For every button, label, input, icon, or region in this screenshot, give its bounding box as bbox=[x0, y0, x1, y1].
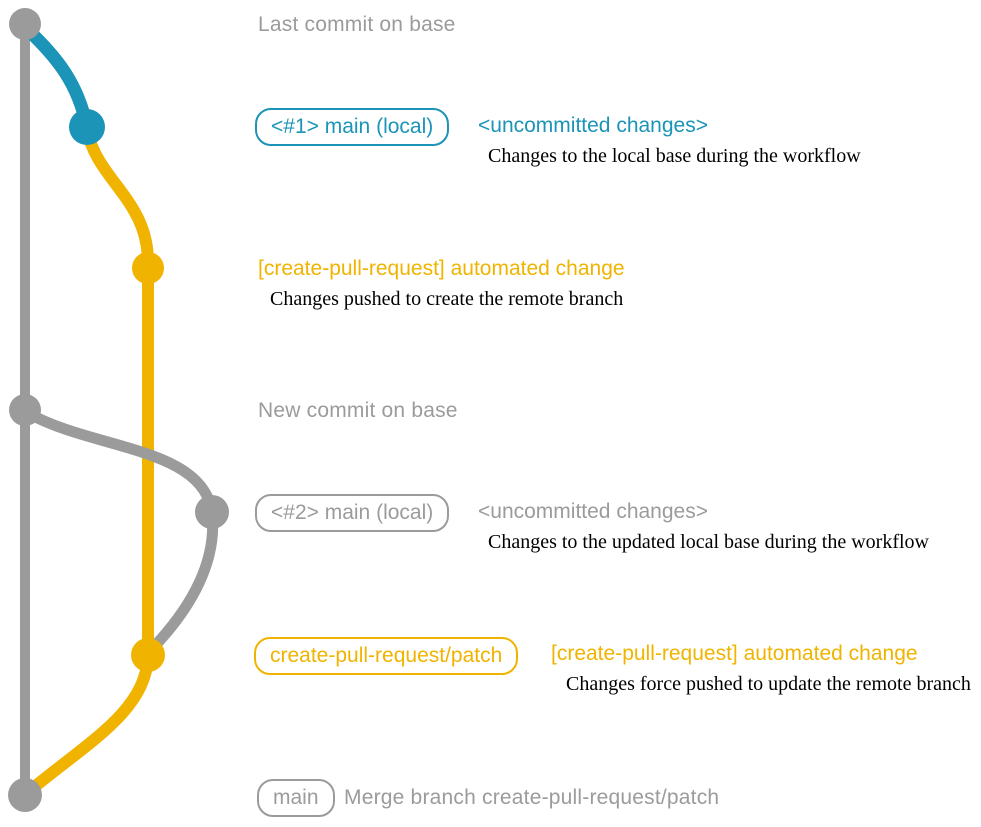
automated-change-1-note: Changes pushed to create the remote bran… bbox=[270, 288, 624, 310]
commit-dot-automated-change-1 bbox=[132, 252, 164, 284]
commit-dot-local-main-2 bbox=[195, 495, 229, 529]
local-main-1-note: Changes to the local base during the wor… bbox=[488, 145, 861, 167]
remote-branch-merge-line bbox=[21, 651, 154, 799]
local-main-1-status: <uncommitted changes> bbox=[478, 114, 708, 137]
last-commit-label: Last commit on base bbox=[258, 13, 456, 36]
commit-graph bbox=[8, 8, 229, 812]
local-main-2-status: <uncommitted changes> bbox=[478, 500, 708, 523]
commit-dot-local-main-1 bbox=[69, 109, 105, 145]
automated-change-2-note: Changes force pushed to update the remot… bbox=[566, 673, 971, 695]
main-badge-wrap: main bbox=[257, 779, 335, 817]
local-main-1-badge-wrap: <#1> main (local) bbox=[255, 108, 450, 146]
local-main-2-badge: <#2> main (local) bbox=[255, 494, 450, 532]
new-commit-label: New commit on base bbox=[258, 399, 458, 422]
remote-branch-line-top bbox=[81, 124, 154, 268]
local-main-2-note: Changes to the updated local base during… bbox=[488, 531, 929, 553]
automated-change-2-title: [create-pull-request] automated change bbox=[551, 642, 918, 665]
commit-dot-merge bbox=[8, 778, 42, 812]
local-main-branch-line-2 bbox=[20, 406, 218, 518]
main-badge: main bbox=[257, 779, 335, 817]
local-main-1-badge: <#1> main (local) bbox=[255, 108, 450, 146]
patch-branch-badge: create-pull-request/patch bbox=[254, 637, 519, 675]
commit-dot-new-base bbox=[9, 394, 41, 426]
local-main-branch-line-2-return bbox=[143, 508, 219, 658]
commit-dot-last-base bbox=[9, 8, 41, 40]
merge-commit-label: Merge branch create-pull-request/patch bbox=[344, 786, 720, 809]
local-main-2-badge-wrap: <#2> main (local) bbox=[255, 494, 450, 532]
automated-change-1-title: [create-pull-request] automated change bbox=[258, 257, 625, 280]
patch-branch-badge-wrap: create-pull-request/patch bbox=[254, 637, 519, 675]
commit-dot-automated-change-2 bbox=[131, 638, 165, 672]
